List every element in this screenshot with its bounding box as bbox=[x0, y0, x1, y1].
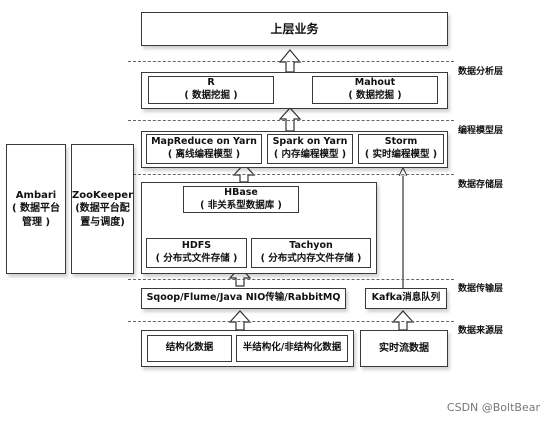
hbase-box: HBase ( 非关系型数据库 ) bbox=[183, 186, 299, 213]
ambari-desc-line2: 管理 ) bbox=[21, 216, 51, 228]
structured-data-label: 结构化数据 bbox=[165, 342, 214, 354]
sqoop-flume-label: Sqoop/Flume/Java NIO传输/RabbitMQ bbox=[146, 292, 341, 304]
layer-label-programming: 编程模型层 bbox=[458, 126, 504, 136]
zookeeper-desc-line2: 置与调度) bbox=[80, 216, 125, 228]
layer-label-source: 数据来源层 bbox=[458, 326, 504, 336]
hbase-sub: ( 非关系型数据库 ) bbox=[200, 199, 282, 211]
r-sub: ( 数据挖掘 ) bbox=[184, 90, 238, 101]
structured-data-box: 结构化数据 bbox=[147, 335, 232, 362]
mahout-sub: ( 数据挖掘 ) bbox=[348, 90, 402, 101]
mahout-box: Mahout ( 数据挖掘 ) bbox=[312, 76, 438, 104]
storm-name: Storm bbox=[384, 136, 418, 148]
zookeeper-name: ZooKeeper bbox=[72, 189, 134, 201]
storm-box: Storm ( 实时编程模型 ) bbox=[358, 134, 444, 164]
tachyon-name: Tachyon bbox=[289, 240, 333, 252]
separator-analysis bbox=[128, 61, 454, 62]
separator-transport bbox=[128, 279, 454, 280]
separator-source bbox=[128, 321, 454, 322]
ambari-box: Ambari ( 数据平台 管理 ) bbox=[6, 144, 66, 274]
r-name: R bbox=[207, 77, 215, 89]
layer-label-transport: 数据传输层 bbox=[458, 284, 504, 294]
separator-programming bbox=[128, 120, 454, 121]
ambari-name: Ambari bbox=[15, 189, 57, 201]
mahout-name: Mahout bbox=[354, 77, 396, 89]
layer-label-storage: 数据存储层 bbox=[458, 180, 504, 190]
kafka-box: Kafka消息队列 bbox=[365, 288, 447, 309]
hdfs-name: HDFS bbox=[181, 240, 212, 252]
kafka-label: Kafka消息队列 bbox=[371, 292, 441, 304]
sqoop-flume-box: Sqoop/Flume/Java NIO传输/RabbitMQ bbox=[141, 288, 346, 309]
spark-box: Spark on Yarn ( 内存编程模型 ) bbox=[267, 134, 353, 164]
stream-data-box: 实时流数据 bbox=[360, 330, 448, 367]
separator-storage bbox=[128, 174, 454, 175]
mapreduce-name: MapReduce on Yarn bbox=[151, 136, 257, 148]
tachyon-sub: ( 分布式内存文件存储 ) bbox=[260, 253, 362, 264]
watermark: CSDN @BoltBear bbox=[446, 401, 540, 414]
semi-structured-data-box: 半结构化/非结构化数据 bbox=[236, 335, 348, 362]
mapreduce-sub: ( 离线编程模型 ) bbox=[167, 149, 241, 160]
semi-structured-data-label: 半结构化/非结构化数据 bbox=[242, 342, 342, 354]
stream-data-label: 实时流数据 bbox=[379, 342, 429, 354]
tachyon-box: Tachyon ( 分布式内存文件存储 ) bbox=[251, 238, 371, 268]
top-business-box: 上层业务 bbox=[141, 12, 448, 46]
storm-sub: ( 实时编程模型 ) bbox=[364, 149, 438, 160]
zookeeper-desc-line1: (数据平台配 bbox=[75, 203, 130, 215]
spark-name: Spark on Yarn bbox=[272, 136, 348, 148]
hdfs-box: HDFS ( 分布式文件存储 ) bbox=[146, 238, 247, 268]
layer-label-analysis: 数据分析层 bbox=[458, 67, 504, 77]
top-business-label: 上层业务 bbox=[270, 21, 319, 36]
hdfs-sub: ( 分布式文件存储 ) bbox=[155, 253, 238, 264]
zookeeper-box: ZooKeeper (数据平台配 置与调度) bbox=[71, 144, 134, 274]
spark-sub: ( 内存编程模型 ) bbox=[273, 149, 347, 160]
mapreduce-box: MapReduce on Yarn ( 离线编程模型 ) bbox=[146, 134, 262, 164]
hbase-name: HBase bbox=[224, 186, 258, 198]
r-box: R ( 数据挖掘 ) bbox=[148, 76, 274, 104]
ambari-desc-line1: ( 数据平台 bbox=[11, 203, 61, 215]
